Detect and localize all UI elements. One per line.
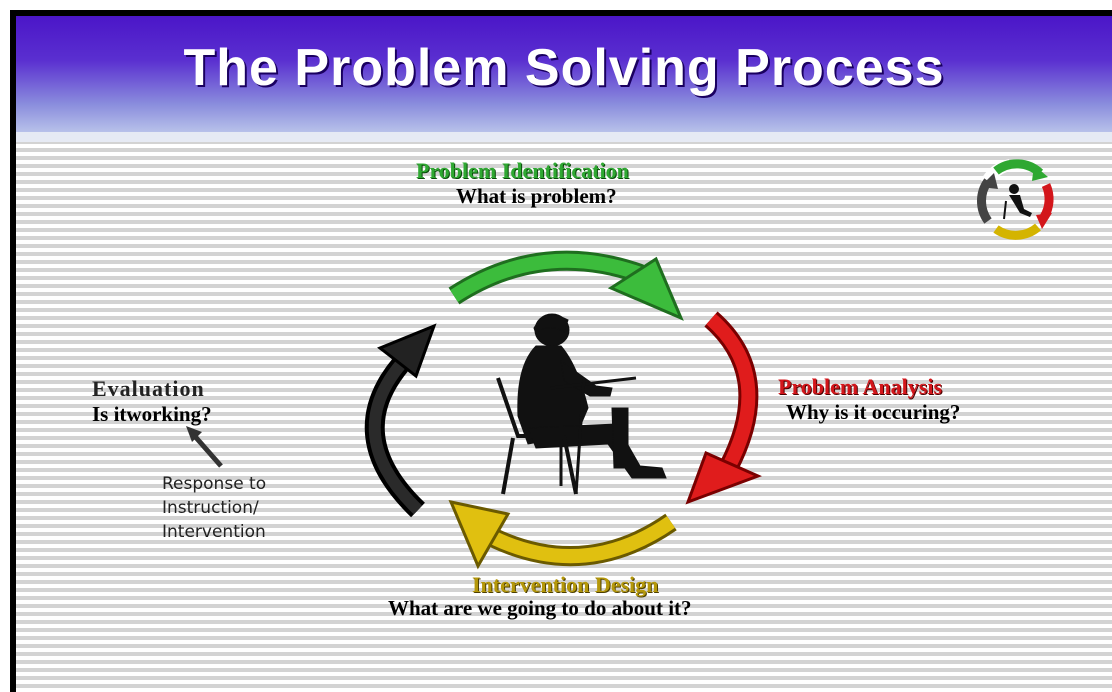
rti-note-line-1: Response to	[162, 474, 267, 494]
evaluation-question: Is itworking?	[92, 402, 212, 426]
rti-note-line-2: Instruction/	[162, 498, 259, 518]
slide: The Problem Solving Process	[16, 16, 1112, 692]
evaluation-title: Evaluation	[92, 376, 205, 401]
arrow-identification	[448, 250, 684, 321]
cycle-logo-icon	[977, 159, 1054, 240]
process-cycle-diagram	[186, 159, 1054, 570]
title-bar: The Problem Solving Process	[16, 16, 1112, 142]
person-at-desk-icon	[496, 313, 667, 495]
arrow-evaluation	[364, 323, 437, 518]
pointer-arrow-icon	[186, 426, 223, 468]
rti-note-line-3: Intervention	[162, 522, 266, 542]
intervention-design-title: Intervention Design	[472, 572, 659, 597]
problem-identification-title: Problem Identification	[416, 158, 629, 183]
arrow-design	[448, 499, 677, 570]
arrow-analysis	[685, 311, 762, 505]
intervention-design-question: What are we going to do about it?	[388, 596, 692, 620]
slide-title: The Problem Solving Process	[183, 39, 945, 97]
rti-note: Response to Instruction/ Intervention	[162, 472, 266, 544]
problem-analysis-question: Why is it occuring?	[786, 400, 961, 424]
problem-analysis-title: Problem Analysis	[778, 374, 943, 399]
problem-identification-question: What is problem?	[456, 184, 617, 208]
